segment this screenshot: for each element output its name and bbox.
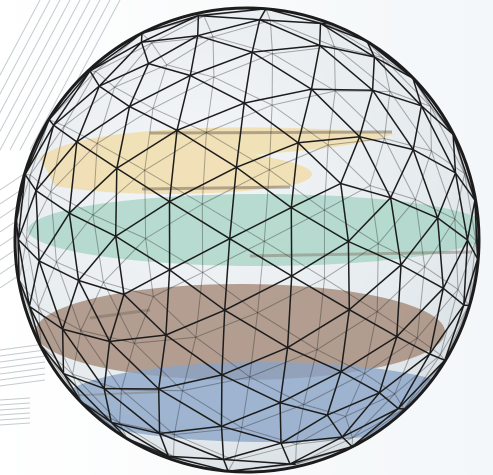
guide-line [0, 408, 30, 410]
guide-line [0, 356, 45, 362]
guide-line [0, 403, 30, 405]
mesh-edge-front [159, 389, 160, 434]
guide-line [0, 344, 45, 350]
mesh-edge-front [198, 16, 199, 36]
mesh-edge-front [280, 403, 281, 443]
guide-line [0, 418, 30, 420]
guide-line [0, 368, 45, 374]
mesh-edge-front [312, 89, 373, 90]
mesh-edge-front [320, 23, 321, 45]
mesh-edge-front [63, 329, 64, 374]
guide-line [0, 413, 30, 415]
guide-line [0, 398, 30, 400]
mesh-edge-front [348, 242, 349, 310]
guide-line [0, 380, 45, 386]
guide-line [0, 350, 45, 356]
guide-line [0, 362, 45, 368]
guide-line [0, 374, 45, 380]
guide-line [0, 423, 30, 425]
